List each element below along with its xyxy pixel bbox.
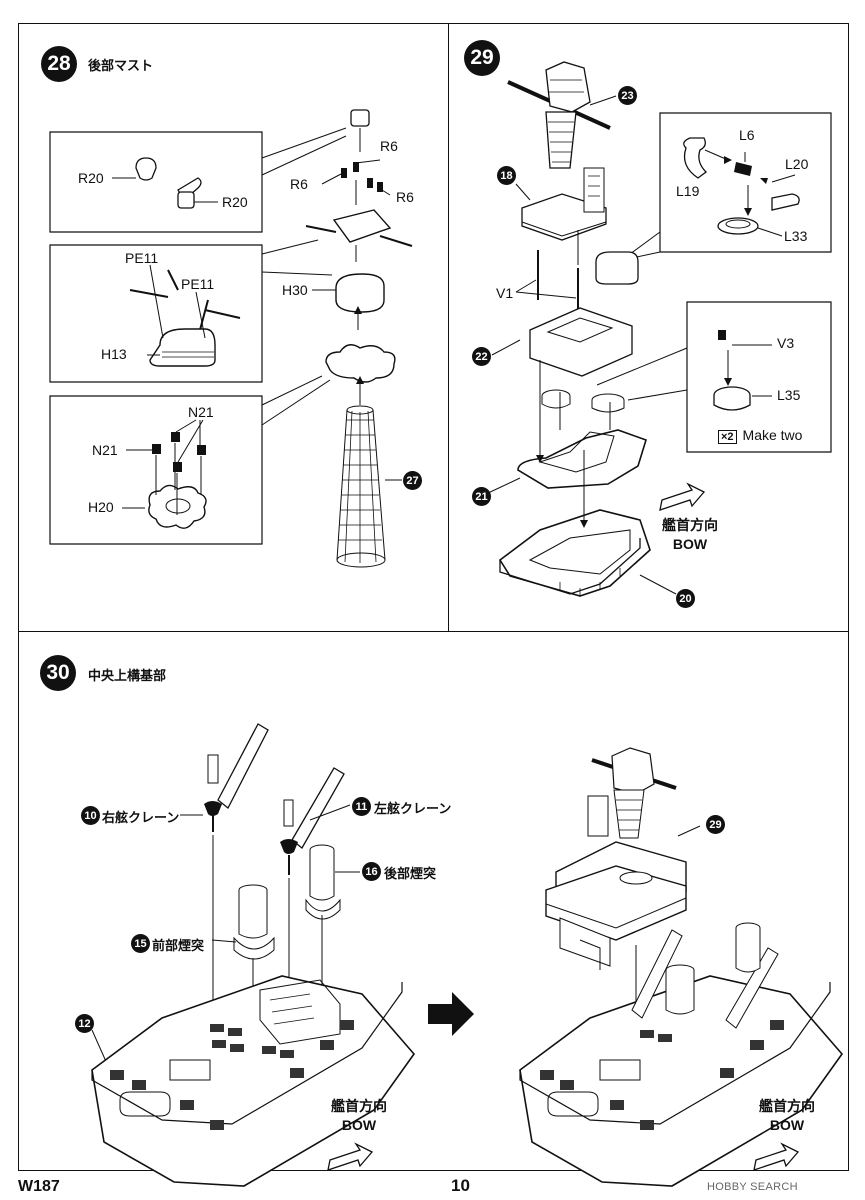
step-29-badge: 29 — [464, 40, 500, 76]
ref-27-badge: 27 — [403, 471, 422, 490]
label-r6-b: R6 — [290, 176, 308, 192]
part-16-label: 後部煙突 — [384, 866, 437, 881]
part-11-label: 左舷クレーン — [374, 801, 452, 816]
label-l6: L6 — [739, 127, 755, 143]
label-l33: L33 — [784, 228, 808, 244]
step-30-badge: 30 — [40, 655, 76, 691]
label-l19: L19 — [676, 183, 700, 199]
label-h30: H30 — [282, 282, 308, 298]
kit-code: W187 — [18, 1178, 60, 1195]
ref-21-badge: 21 — [472, 487, 491, 506]
label-pe11-b: PE11 — [181, 276, 215, 292]
label-l35: L35 — [777, 387, 801, 403]
label-l20: L20 — [785, 156, 809, 172]
bow-direction-en: BOW — [341, 1117, 377, 1133]
label-h20: H20 — [88, 499, 114, 515]
label-v1: V1 — [496, 285, 514, 301]
label-h13: H13 — [101, 346, 127, 362]
label-r6-a: R6 — [380, 138, 398, 154]
ref-20-badge: 20 — [676, 589, 695, 608]
make-two-note: ×2 Make two — [718, 427, 802, 444]
times-two-mark: ×2 — [718, 430, 737, 444]
bow-direction-30-left: 艦首方向 BOW — [323, 1097, 395, 1135]
part-15-badge: 15 — [131, 934, 150, 953]
label-n21-b: N21 — [92, 442, 118, 458]
label-r20-a: R20 — [78, 170, 104, 186]
label-n21-a: N21 — [188, 404, 214, 420]
label-v3: V3 — [777, 335, 795, 351]
deck-12-right — [520, 923, 842, 1186]
ref-18-badge: 18 — [497, 166, 516, 185]
step-28-badge: 28 — [41, 46, 77, 82]
deck-12-left — [92, 976, 414, 1186]
bow-direction-en: BOW — [672, 536, 708, 552]
label-r20-b: R20 — [222, 194, 248, 210]
bow-direction-30-right: 艦首方向 BOW — [751, 1097, 823, 1135]
part-29-badge: 29 — [706, 815, 725, 834]
make-two-text: Make two — [742, 427, 803, 443]
ref-23-badge: 23 — [618, 86, 637, 105]
bow-direction-jp: 艦首方向 — [662, 517, 718, 533]
bow-direction-en: BOW — [769, 1117, 805, 1133]
part-15-label: 前部煙突 — [152, 938, 205, 953]
bow-direction-jp: 艦首方向 — [759, 1098, 815, 1114]
label-pe11-a: PE11 — [125, 250, 159, 266]
part-11-badge: 11 — [352, 797, 371, 816]
part-12-badge: 12 — [75, 1014, 94, 1033]
part-10-label: 右舷クレーン — [102, 810, 180, 825]
step-30-title: 中央上構基部 — [88, 668, 167, 683]
ref-22-badge: 22 — [472, 347, 491, 366]
part-16-badge: 16 — [362, 862, 381, 881]
lattice-mast-27 — [337, 406, 385, 567]
bow-direction-29: 艦首方向 BOW — [655, 516, 725, 554]
watermark: HOBBY SEARCH — [707, 1181, 798, 1193]
page-number: 10 — [451, 1176, 470, 1195]
bow-direction-jp: 艦首方向 — [331, 1098, 387, 1114]
assembled-29-right — [546, 748, 700, 970]
part-10-badge: 10 — [81, 806, 100, 825]
panel-30 — [18, 631, 849, 1171]
step-28-title: 後部マスト — [88, 58, 154, 73]
label-r6-c: R6 — [396, 189, 414, 205]
